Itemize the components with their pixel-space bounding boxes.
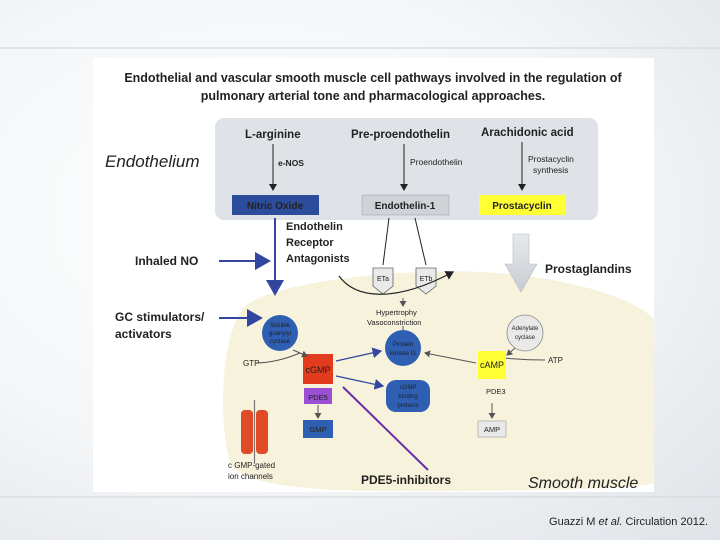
sgc-enzyme xyxy=(262,315,298,351)
citation-journal: Circulation 2012. xyxy=(622,516,708,528)
pkg-label-1: Protein xyxy=(393,341,414,348)
ac-label-2: cyclase xyxy=(515,335,536,341)
nitric-oxide-label: Nitric Oxide xyxy=(247,201,304,212)
citation-authors: Guazzi M xyxy=(549,516,599,528)
gmp-label: GMP xyxy=(309,425,326,434)
era-block-curve xyxy=(338,271,455,295)
etb-receptor xyxy=(415,267,437,295)
ac-label-1: Adenylate xyxy=(512,326,539,332)
gtp-label: GTP xyxy=(243,359,259,368)
cgmp-to-pkg-arrow xyxy=(335,347,383,362)
ion-channel-label-2: ion channels xyxy=(228,472,273,481)
prostacyclin-shaded-arrow xyxy=(504,233,538,293)
pde5-inhibitors-label: PDE5-inhibitors xyxy=(361,473,451,487)
prostacyclin-synthesis-label-2: synthesis xyxy=(533,165,568,175)
camp-box xyxy=(478,351,506,379)
cgmp-bp-label-2: binding xyxy=(398,394,417,400)
cgmp-bp-label-3: proteins xyxy=(397,403,418,409)
enos-label: e-NOS xyxy=(278,158,304,168)
arachidonic-acid-label: Arachidonic acid xyxy=(481,127,574,139)
pde3-label: PDE3 xyxy=(486,387,506,396)
vasoconstriction-label: Vasoconstriction xyxy=(367,318,421,327)
prostacyclin-synthesis-label-1: Prostacyclin xyxy=(528,154,574,164)
cgmp-bp-label-1: cGMP xyxy=(400,385,417,391)
amp-box xyxy=(477,420,507,438)
gc-stimulators-label-1: GC stimulators/ xyxy=(115,310,205,324)
cgmp-box xyxy=(303,354,333,384)
figure-title-line1: Endothelial and vascular smooth muscle c… xyxy=(124,71,622,85)
camp-to-pkg-arrow xyxy=(424,350,477,364)
sgc-label-2: guanylyl xyxy=(269,331,291,337)
cgmp-label: cGMP xyxy=(305,365,330,375)
eta-receptor xyxy=(372,267,394,295)
sgc-label-1: Soluble xyxy=(270,323,291,329)
endothelium-label: Endothelium xyxy=(105,152,200,171)
prostaglandins-label: Prostaglandins xyxy=(545,262,632,276)
cgmp-to-bp-arrow xyxy=(335,375,385,390)
proendothelin-label: Proendothelin xyxy=(410,157,463,167)
gc-stimulators-label-2: activators xyxy=(115,327,172,341)
pde5-inhibitor-line xyxy=(342,386,429,471)
gtp-curve xyxy=(254,352,301,364)
pre-proendothelin-label: Pre-proendothelin xyxy=(351,129,450,141)
camp-label: cAMP xyxy=(480,360,504,370)
citation-etal: et al. xyxy=(598,516,623,528)
etb-label: ETb xyxy=(420,276,433,283)
adenylate-cyclase-enzyme xyxy=(506,314,544,352)
et1-to-eta-line xyxy=(382,217,390,266)
smooth-muscle-label: Smooth muscle xyxy=(528,475,638,492)
prostacyclin-label: Prostacyclin xyxy=(492,201,551,212)
citation: Guazzi M et al. Circulation 2012. xyxy=(549,516,708,528)
ion-channel-left xyxy=(241,410,253,454)
et1-to-etb-line xyxy=(414,217,427,266)
ion-channel-label-1: c GMP-gated xyxy=(228,461,275,470)
ion-channel-right xyxy=(256,410,268,454)
figure-title-line2: pulmonary arterial tone and pharmacologi… xyxy=(201,89,546,103)
protein-kinase-g xyxy=(385,330,421,366)
smooth-muscle-cell xyxy=(223,271,654,491)
pde5-label: PDE5 xyxy=(308,393,328,402)
endothelin1-box xyxy=(361,194,450,216)
prostacyclin-box xyxy=(479,195,566,215)
pde5-box xyxy=(304,388,332,404)
atp-label: ATP xyxy=(548,356,563,365)
cgmp-binding-proteins xyxy=(386,380,430,412)
inhaled-no-label: Inhaled NO xyxy=(135,254,198,268)
era-label-1: Endothelin xyxy=(286,221,343,233)
hypertrophy-label: Hypertrophy xyxy=(376,308,417,317)
eta-label: ETa xyxy=(377,276,389,283)
nitric-oxide-box xyxy=(232,195,319,215)
endothelium-panel xyxy=(215,118,598,220)
ac-to-camp-arrow xyxy=(506,347,516,356)
amp-label: AMP xyxy=(484,425,500,434)
endothelin1-label: Endothelin-1 xyxy=(375,201,436,212)
pkg-label-2: kinase G xyxy=(390,350,416,357)
pathway-diagram: Endothelial and vascular smooth muscle c… xyxy=(105,71,654,492)
era-label-2: Receptor xyxy=(286,237,334,249)
sgc-to-cgmp-arrow xyxy=(292,349,308,358)
gmp-box xyxy=(303,420,333,438)
sgc-label-3: cyclase xyxy=(270,339,291,345)
era-label-3: Antagonists xyxy=(286,253,350,265)
pathway-figure: Endothelial and vascular smooth muscle c… xyxy=(93,58,654,492)
l-arginine-label: L-arginine xyxy=(245,129,301,141)
